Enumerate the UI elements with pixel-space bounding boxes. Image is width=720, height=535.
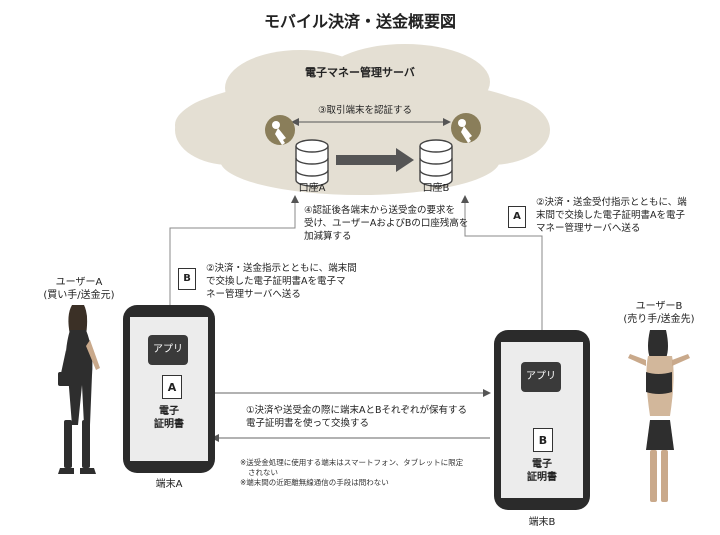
user-b-label: ユーザーB (売り手/送金先) [623,301,695,325]
doc-a-small-icon: A [508,206,526,228]
key-icon-left [265,115,295,145]
page-title: モバイル決済・送金概要図 [263,12,456,31]
step1-text: ①決済や送受金の際に端末AとBそれぞれが保有する 電子証明書を使って交換する [246,405,468,429]
step2b-text: ②決済・送金受付指示とともに、端 末間で交換した電子証明書Aを電子 マネー管理サ… [536,197,687,234]
terminal-a-label: 端末A [155,479,183,490]
terminal-a-phone: アプリ A 電子 証明書 [123,305,215,473]
terminal-a-screen: アプリ A 電子 証明書 [130,317,208,461]
step4-text: ④認証後各端末から送受金の要求を 受け、ユーザーAおよびBの口座残高を 加減算す… [304,205,469,242]
terminal-b-phone: アプリ B 電子 証明書 [494,330,590,510]
auth-step-label: ③取引端末を認証する [318,105,413,116]
terminal-b-app-icon[interactable]: アプリ [521,362,561,392]
transfer-arrow [336,148,414,172]
terminal-b-label: 端末B [528,517,556,528]
server-label: 電子マネー管理サーバ [305,66,415,79]
key-icon-right [451,113,481,143]
terminal-a-app-icon[interactable]: アプリ [148,335,188,365]
account-a-label: 口座A [298,183,326,194]
terminal-b-screen: アプリ B 電子 証明書 [501,342,583,498]
account-b-label: 口座B [422,183,450,194]
connector-b-to-server [461,195,543,330]
database-icon-a [295,139,329,187]
user-a-label: ユーザーA (買い手/送金元) [43,277,115,301]
certificate-a-icon: A [162,375,182,399]
doc-b-small-icon: B [178,268,196,290]
database-icon-b [419,139,453,187]
user-b-figure [628,330,690,502]
step2a-text: ②決済・送金指示とともに、端末間 で交換した電子証明書Aを電子マ ネー管理サーバ… [206,263,357,300]
notes: ※送受金処理に使用する端末はスマートフォン、タブレットに限定 されない ※端末間… [240,458,464,487]
connector-a-to-server [169,195,299,308]
certificate-b-icon: B [533,428,553,452]
certificate-a-label: 電子 証明書 [154,406,184,430]
certificate-b-label: 電子 証明書 [527,459,557,483]
user-a-figure [58,305,100,474]
